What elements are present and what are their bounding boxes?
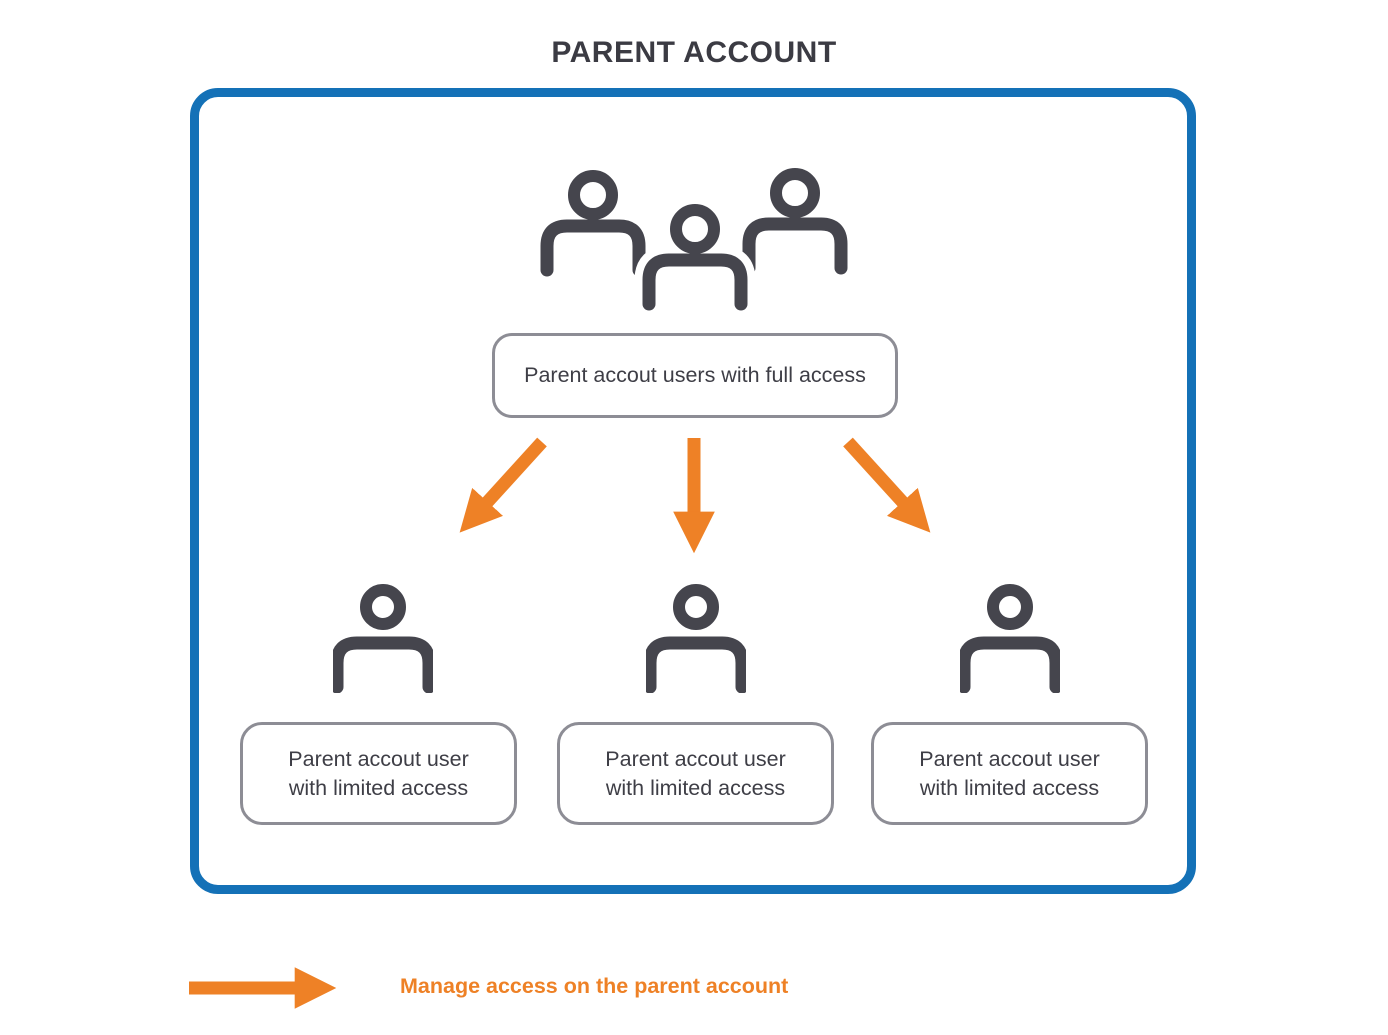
limited-access-node-3-line-2: with limited access <box>919 775 1100 800</box>
diagram-title: PARENT ACCOUNT <box>551 36 837 69</box>
user-icon <box>333 584 433 693</box>
user-icon <box>960 584 1060 693</box>
full-access-node: Parent accout users with full access <box>492 333 898 418</box>
limited-access-node-1-line-1: Parent accout user <box>288 746 469 771</box>
limited-access-node-2: Parent accout user with limited access <box>557 722 834 825</box>
user-icon <box>646 584 746 693</box>
manage-access-arrow-right <box>843 437 931 533</box>
legend-arrow-right-icon <box>189 967 337 1009</box>
limited-access-node-3-line-1: Parent accout user <box>919 746 1100 771</box>
manage-access-arrow-left <box>459 437 547 533</box>
full-access-node-label: Parent accout users with full access <box>524 363 866 387</box>
limited-access-node-3: Parent accout user with limited access <box>871 722 1148 825</box>
users-group-icon <box>540 168 848 319</box>
limited-access-node-2-line-1: Parent accout user <box>605 746 786 771</box>
limited-access-node-1-line-2: with limited access <box>288 775 469 800</box>
limited-access-node-2-line-2: with limited access <box>605 775 786 800</box>
limited-access-node-1: Parent accout user with limited access <box>240 722 517 825</box>
legend-label: Manage access on the parent account <box>400 974 789 998</box>
manage-access-arrows <box>459 437 931 554</box>
